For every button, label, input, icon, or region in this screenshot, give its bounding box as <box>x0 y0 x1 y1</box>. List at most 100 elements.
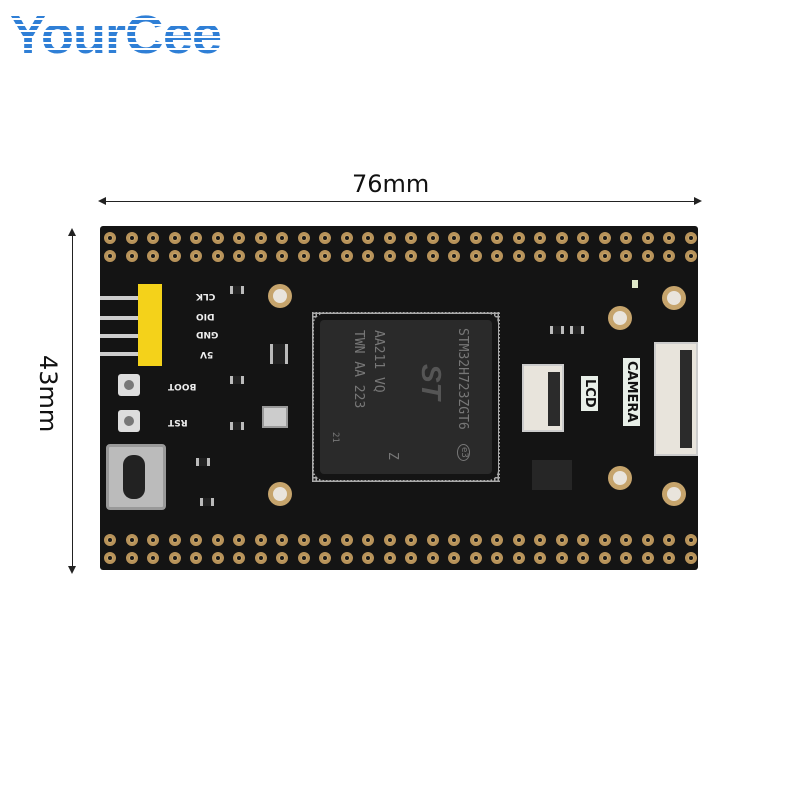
header-pin <box>100 316 146 320</box>
mount-hole <box>268 284 292 308</box>
pin-pad <box>641 534 654 546</box>
pin-pad <box>383 250 396 262</box>
pin-pad <box>297 534 310 546</box>
smd-component <box>550 326 564 334</box>
pin-pad <box>534 552 546 564</box>
pin-pad <box>125 552 138 564</box>
header-pin <box>100 296 146 300</box>
pin-pad <box>684 534 697 546</box>
pin-pad <box>684 232 697 244</box>
pin-pad <box>534 250 546 262</box>
mount-hole <box>608 306 632 330</box>
boot-button <box>118 374 140 396</box>
pin-pad <box>211 232 224 244</box>
pin-pad <box>233 552 245 564</box>
pin-pad <box>426 552 439 564</box>
pin-pad <box>469 552 482 564</box>
header-pin <box>100 334 146 338</box>
usb-c-opening <box>123 455 145 499</box>
pin-pad <box>512 534 525 546</box>
chip-mark-21: 21 <box>330 432 340 443</box>
pin-pad <box>147 534 159 546</box>
pin-pad <box>426 232 439 244</box>
pin-pad <box>340 250 353 262</box>
pin-pad <box>448 552 460 564</box>
pin-pad <box>147 250 159 262</box>
pin-pad <box>362 552 374 564</box>
pin-pad <box>448 534 460 546</box>
pin-pad <box>577 534 589 546</box>
pin-pad <box>620 250 632 262</box>
pin-pad <box>168 552 181 564</box>
pin-pad <box>297 250 310 262</box>
pin-pad <box>577 250 589 262</box>
pin-pad <box>362 250 374 262</box>
pcb-board: CLK DIO GND 5V BOOT RST STM32H723ZGT6 AA… <box>100 226 698 570</box>
pin-pad <box>254 552 267 564</box>
pin-pad <box>512 250 525 262</box>
lcd-fpc-connector <box>522 364 564 432</box>
pin-pad <box>383 552 396 564</box>
pin-pad <box>405 250 417 262</box>
pin-pad <box>340 534 353 546</box>
pin-pad <box>469 250 482 262</box>
pin-pad <box>147 232 159 244</box>
st-logo: ST <box>416 364 447 400</box>
pin-pad <box>190 534 202 546</box>
pin-pad <box>276 552 288 564</box>
width-dimension-label: 76mm <box>352 170 430 198</box>
smd-component <box>230 422 244 430</box>
pin-pad <box>405 552 417 564</box>
pin-pad <box>190 250 202 262</box>
pin-pad <box>211 534 224 546</box>
pin-pad <box>297 232 310 244</box>
pin-pad <box>555 232 568 244</box>
label-clk: CLK <box>196 291 216 301</box>
pin-pad <box>104 552 116 564</box>
pin-pad <box>684 552 697 564</box>
pin-pad <box>491 250 503 262</box>
pin-pad <box>491 232 503 244</box>
pin-pad <box>663 534 675 546</box>
pin-pad <box>254 232 267 244</box>
label-5v: 5V <box>200 349 214 359</box>
pin-pad <box>362 534 374 546</box>
pin-pad <box>598 534 611 546</box>
pin-pad <box>598 232 611 244</box>
pin-pad <box>426 250 439 262</box>
pin-pad <box>276 232 288 244</box>
pin-pad <box>405 534 417 546</box>
pin-pad <box>426 534 439 546</box>
pin-pad <box>125 534 138 546</box>
fpc-latch <box>680 350 692 448</box>
pin-pad <box>233 250 245 262</box>
lcd-label: LCD <box>581 376 598 411</box>
pin-pad <box>276 250 288 262</box>
pin-pad <box>469 534 482 546</box>
header-pin <box>100 352 146 356</box>
pin-pad <box>469 232 482 244</box>
pin-pad <box>405 232 417 244</box>
led <box>632 280 638 288</box>
pin-pad <box>104 534 116 546</box>
pin-pad <box>598 250 611 262</box>
pin-header <box>138 284 162 366</box>
pin-pad <box>319 250 331 262</box>
pin-pad <box>555 250 568 262</box>
pin-pad <box>125 232 138 244</box>
pin-pad <box>641 232 654 244</box>
mount-hole <box>608 466 632 490</box>
pin-pad <box>491 534 503 546</box>
pin-pad <box>168 250 181 262</box>
fpc-latch <box>548 372 560 426</box>
brand-logo: YourCee <box>10 5 222 65</box>
pin-pad <box>577 232 589 244</box>
mount-hole <box>662 286 686 310</box>
pin-pad <box>448 250 460 262</box>
smd-component <box>230 376 244 384</box>
label-gnd: GND <box>196 329 219 339</box>
pin-pad <box>512 232 525 244</box>
pin-pad <box>362 232 374 244</box>
pin-pad <box>555 552 568 564</box>
smd-component <box>270 344 288 364</box>
